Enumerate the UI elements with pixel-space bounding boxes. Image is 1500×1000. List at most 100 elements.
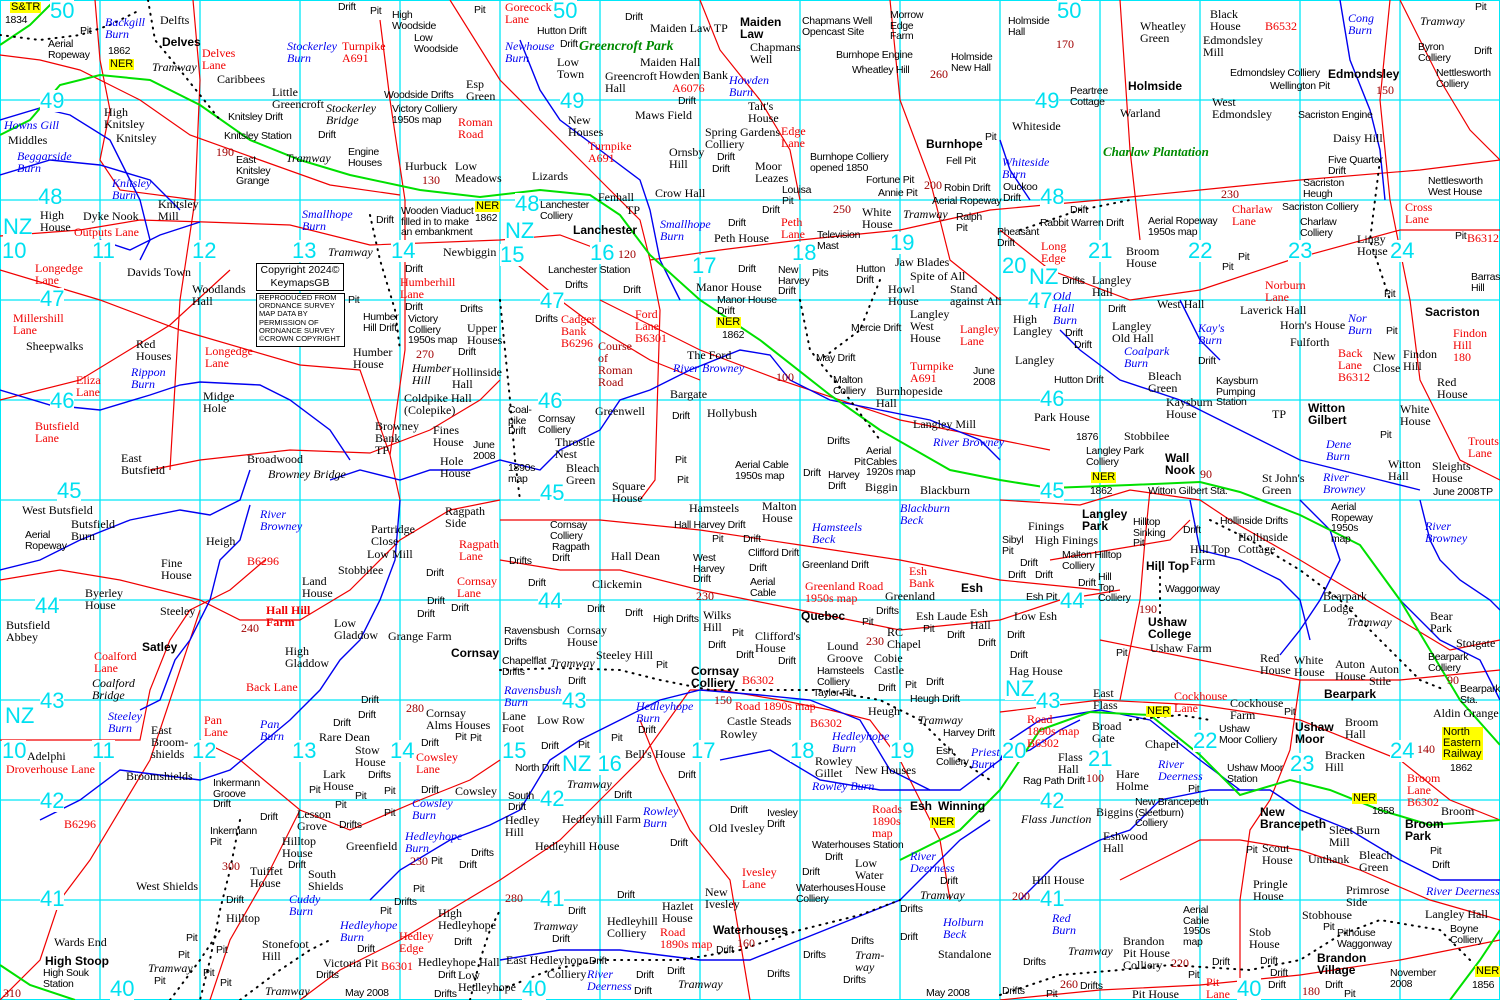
place-label: Howden Bank [659, 68, 728, 82]
place-label: Castle Steads [727, 714, 792, 728]
road-label: Road 1890s map [660, 925, 713, 951]
height-label: 190 [1139, 602, 1157, 616]
feature-label: Woodside Drifts [384, 89, 454, 101]
feature-label: Drift [358, 709, 376, 721]
feature-label: Wooden Viaduct filled in to make an emba… [401, 205, 474, 238]
place-label: Langley Hall [1425, 907, 1488, 921]
feature-label: Burnhope Engine [836, 49, 913, 61]
feature-label: 1862 [108, 45, 131, 57]
place-label: Fenhall [598, 190, 634, 204]
place-label: High House [40, 208, 71, 234]
grid-reference-label: 13 [292, 238, 317, 263]
road-label: Outputs Lane [74, 225, 139, 239]
grid-reference-label: 21 [1088, 238, 1113, 263]
feature-label: Fell Pit [946, 155, 976, 167]
os-notice-line: REPRODUCED FROM [259, 293, 337, 302]
place-label: Hag House [1009, 664, 1063, 678]
feature-label: Manor House Drift [717, 294, 777, 317]
road-line [639, 719, 751, 1000]
road-label: B6296 [64, 817, 97, 831]
feature-label: Drift [459, 859, 477, 871]
town-label: Broom Park [1405, 817, 1444, 843]
place-label: Cornsay Alms Houses [426, 706, 491, 732]
woodland-label: Greencroft Park [579, 39, 674, 54]
place-label: Caribbees [217, 72, 265, 86]
tramway-label: Tramway [265, 984, 310, 998]
grid-reference-label: 17 [691, 738, 716, 763]
grid-reference-label: 44 [538, 588, 563, 613]
place-label: Hamsteels [689, 501, 739, 515]
road-label: Pan Lane [204, 713, 228, 739]
place-label: Scout House [1262, 841, 1293, 867]
height-label: 160 [737, 936, 755, 950]
feature-label: Pit [578, 739, 590, 751]
height-label: 280 [406, 701, 424, 715]
place-label: Stob House [1249, 925, 1280, 951]
feature-label: Sibyl Pit [1002, 534, 1024, 557]
feature-label: Drifts [1002, 985, 1025, 997]
road-line [299, 689, 691, 1000]
copyright-line: Copyright 2024© [260, 264, 340, 276]
place-label: Crow Hall [655, 186, 706, 200]
feature-label: Victory Colliery 1950s map [392, 103, 458, 126]
feature-label: Drift [1260, 955, 1278, 967]
feature-label: Drift [825, 851, 843, 863]
town-label: Hill Top [1146, 559, 1190, 573]
tramway-label: Tramway [328, 245, 373, 259]
place-label: Partridge Close [371, 522, 415, 548]
grid-reference-label: 43 [40, 688, 65, 713]
feature-label: Inkermann Pit [210, 825, 257, 848]
feature-label: Aerial Cable [750, 576, 776, 599]
height-label: 230 [866, 634, 884, 648]
place-label: Jaw Blades [895, 255, 950, 269]
feature-label: Esh Colliery [936, 745, 969, 768]
place-label: High Langley [1013, 312, 1053, 338]
place-label: Low Meadows [455, 159, 502, 185]
place-label: Bear Park [1430, 609, 1453, 635]
place-label: TP [626, 203, 641, 217]
place-label: Hedleyhill Colliery [607, 914, 658, 940]
feature-label: Pit [854, 456, 866, 468]
feature-label: Pit [220, 977, 232, 989]
watercourse-label: River Deerness [1426, 884, 1500, 898]
feature-label: May 2008 [345, 987, 389, 999]
feature-label: Drift [417, 608, 435, 620]
road-line [0, 54, 401, 196]
tramway-line [147, 0, 221, 121]
grid-reference-label: 16 [590, 240, 615, 265]
feature-label: Hutton Drift [856, 263, 886, 286]
watercourse-label: Cuddy Burn [289, 892, 321, 918]
place-label: Lingy House [1357, 232, 1388, 258]
feature-label: Peartree Cottage [1070, 85, 1108, 108]
feature-label: Drift [1325, 979, 1343, 991]
place-label: Flass Hall [1058, 750, 1083, 776]
grid-reference-label: 10 [2, 738, 27, 763]
place-label: Greencroft Hall [605, 69, 657, 95]
feature-label: Pit [370, 5, 382, 17]
road-label: Long Edge [1041, 239, 1067, 265]
feature-label: Drift [357, 943, 375, 955]
feature-label: May 2008 [926, 987, 970, 999]
tramway-line [799, 299, 881, 441]
place-label: Malton House [762, 499, 797, 525]
feature-label: 1858 [1372, 805, 1395, 817]
place-label: Hole House [440, 454, 471, 480]
town-label: Ushaw Moor [1295, 720, 1334, 746]
place-label: Red Houses [136, 337, 172, 363]
road-line [1049, 519, 1191, 561]
height-label: 230 [696, 589, 714, 603]
town-label: Wall Nook [1165, 451, 1195, 477]
feature-label: Drift [743, 533, 761, 545]
place-label: Maiden Law TP [650, 21, 728, 35]
feature-label: Hall Harvey Drift [674, 519, 746, 531]
feature-label: Pit [309, 784, 321, 796]
grid-reference-label: NZ [505, 218, 535, 243]
town-label: Sacriston [1425, 305, 1480, 319]
place-label: Throstle Nest [555, 435, 595, 461]
height-label: 200 [924, 178, 942, 192]
place-label: Blackburn [920, 483, 970, 497]
place-label: High Finings [1035, 533, 1099, 547]
town-label: Witton Gilbert [1308, 401, 1347, 427]
os-notice-line: ©CROWN COPYRIGHT [259, 334, 341, 344]
